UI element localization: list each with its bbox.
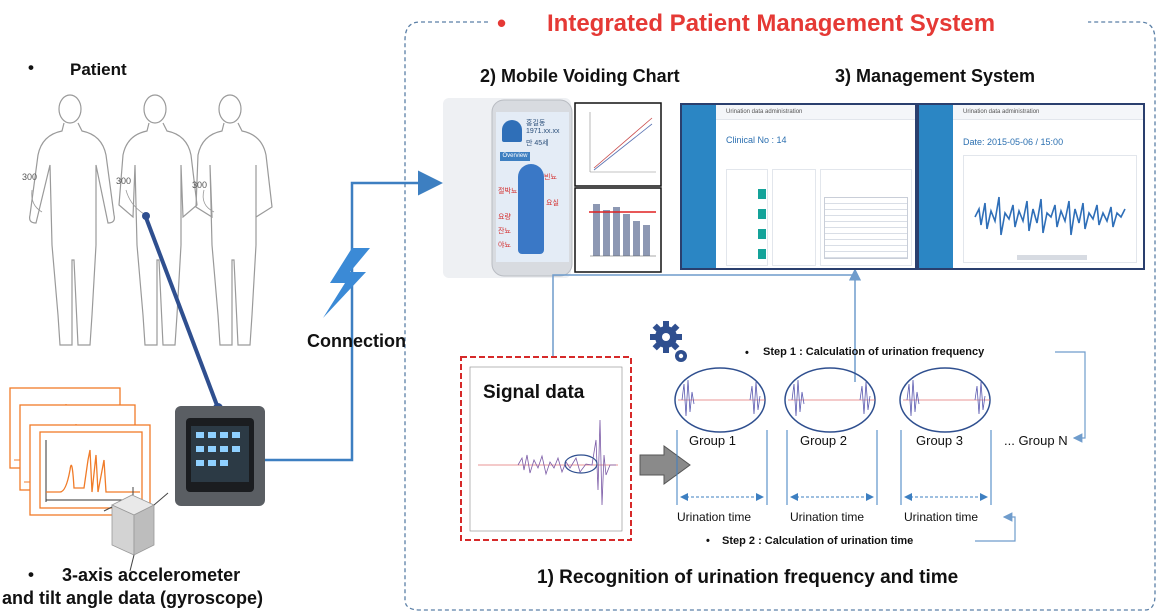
patient-age: 만 45세: [526, 140, 549, 147]
symptom-label: 절박뇨: [498, 188, 518, 195]
avatar: [502, 120, 522, 142]
urination-time-label: Urination time: [790, 510, 865, 524]
topbar-title: Urination data administration: [963, 109, 1040, 115]
sensor-caption-line1: 3-axis accelerometer: [62, 565, 241, 585]
signal-plot: [974, 196, 1126, 260]
title-bullet: •: [497, 8, 507, 38]
sensor-caption-line2: and tilt angle data (gyroscope): [2, 588, 264, 608]
urination-time-label: Urination time: [677, 510, 752, 524]
group-label: Group 1: [689, 433, 736, 448]
process-arrow: [639, 445, 691, 485]
patient-figures: [29, 94, 273, 346]
page-title: Integrated Patient Management System: [547, 10, 996, 37]
sensor-graphs: [9, 387, 151, 516]
body-figure: [518, 164, 544, 254]
patient-name: 홍길동: [526, 120, 546, 127]
symptom-label: 잔뇨: [498, 228, 511, 235]
step1-bullet: •: [745, 347, 749, 359]
gear-icon: [650, 321, 687, 362]
sidebar: [919, 105, 953, 268]
management-heading: 3) Management System: [835, 66, 1036, 86]
overview-button[interactable]: Overview: [500, 152, 530, 161]
step2-label: Step 2 : Calculation of urination time: [722, 535, 914, 547]
mini-bar-chart: [574, 187, 662, 273]
group-label: Group 3: [916, 433, 963, 448]
device-number: 300: [22, 172, 38, 182]
sensor-bullet: •: [28, 565, 34, 584]
session-date: Date: 2015-05-06 / 15:00: [963, 137, 1064, 147]
mobile-chart-heading: 2) Mobile Voiding Chart: [480, 66, 680, 86]
group-label: Group 2: [800, 433, 847, 448]
group-label: ... Group N: [1004, 433, 1068, 448]
patient-label: Patient: [70, 60, 127, 79]
connection-arrow: [265, 170, 443, 462]
symptom-label: 요실: [546, 200, 559, 207]
urination-time-label: Urination time: [904, 510, 979, 524]
lightning-icon: [323, 248, 370, 318]
step2-bullet: •: [706, 535, 710, 547]
symptom-label: 빈뇨: [544, 174, 557, 181]
connection-label: Connection: [307, 331, 406, 351]
topbar-title: Urination data administration: [726, 109, 803, 115]
symptom-label: 요량: [498, 214, 511, 221]
sidebar: [682, 105, 716, 268]
clinical-number: Clinical No : 14: [726, 135, 787, 145]
signal-data-label: Signal data: [483, 382, 585, 403]
patient-birth: 1971.xx.xx: [526, 128, 560, 135]
step1-label: Step 1 : Calculation of urination freque…: [763, 346, 985, 358]
management-screen-1: Urination data administration Clinical N…: [680, 103, 917, 270]
device-number: 300: [116, 176, 132, 186]
recognition-heading: 1) Recognition of urination frequency an…: [537, 567, 959, 588]
patient-bullet: •: [28, 58, 34, 77]
mini-line-chart: [574, 102, 662, 187]
symptom-label: 야뇨: [498, 242, 511, 249]
management-screen-2: Urination data administration Date: 2015…: [917, 103, 1145, 270]
axis-cube-icon: [103, 487, 169, 572]
smartwatch-icon: [175, 406, 265, 506]
system-frame: [404, 21, 1156, 611]
device-number: 300: [192, 180, 208, 190]
phone-screen: 홍길동 1971.xx.xx 만 45세 Overview 빈뇨 절박뇨 요실 …: [496, 112, 569, 262]
